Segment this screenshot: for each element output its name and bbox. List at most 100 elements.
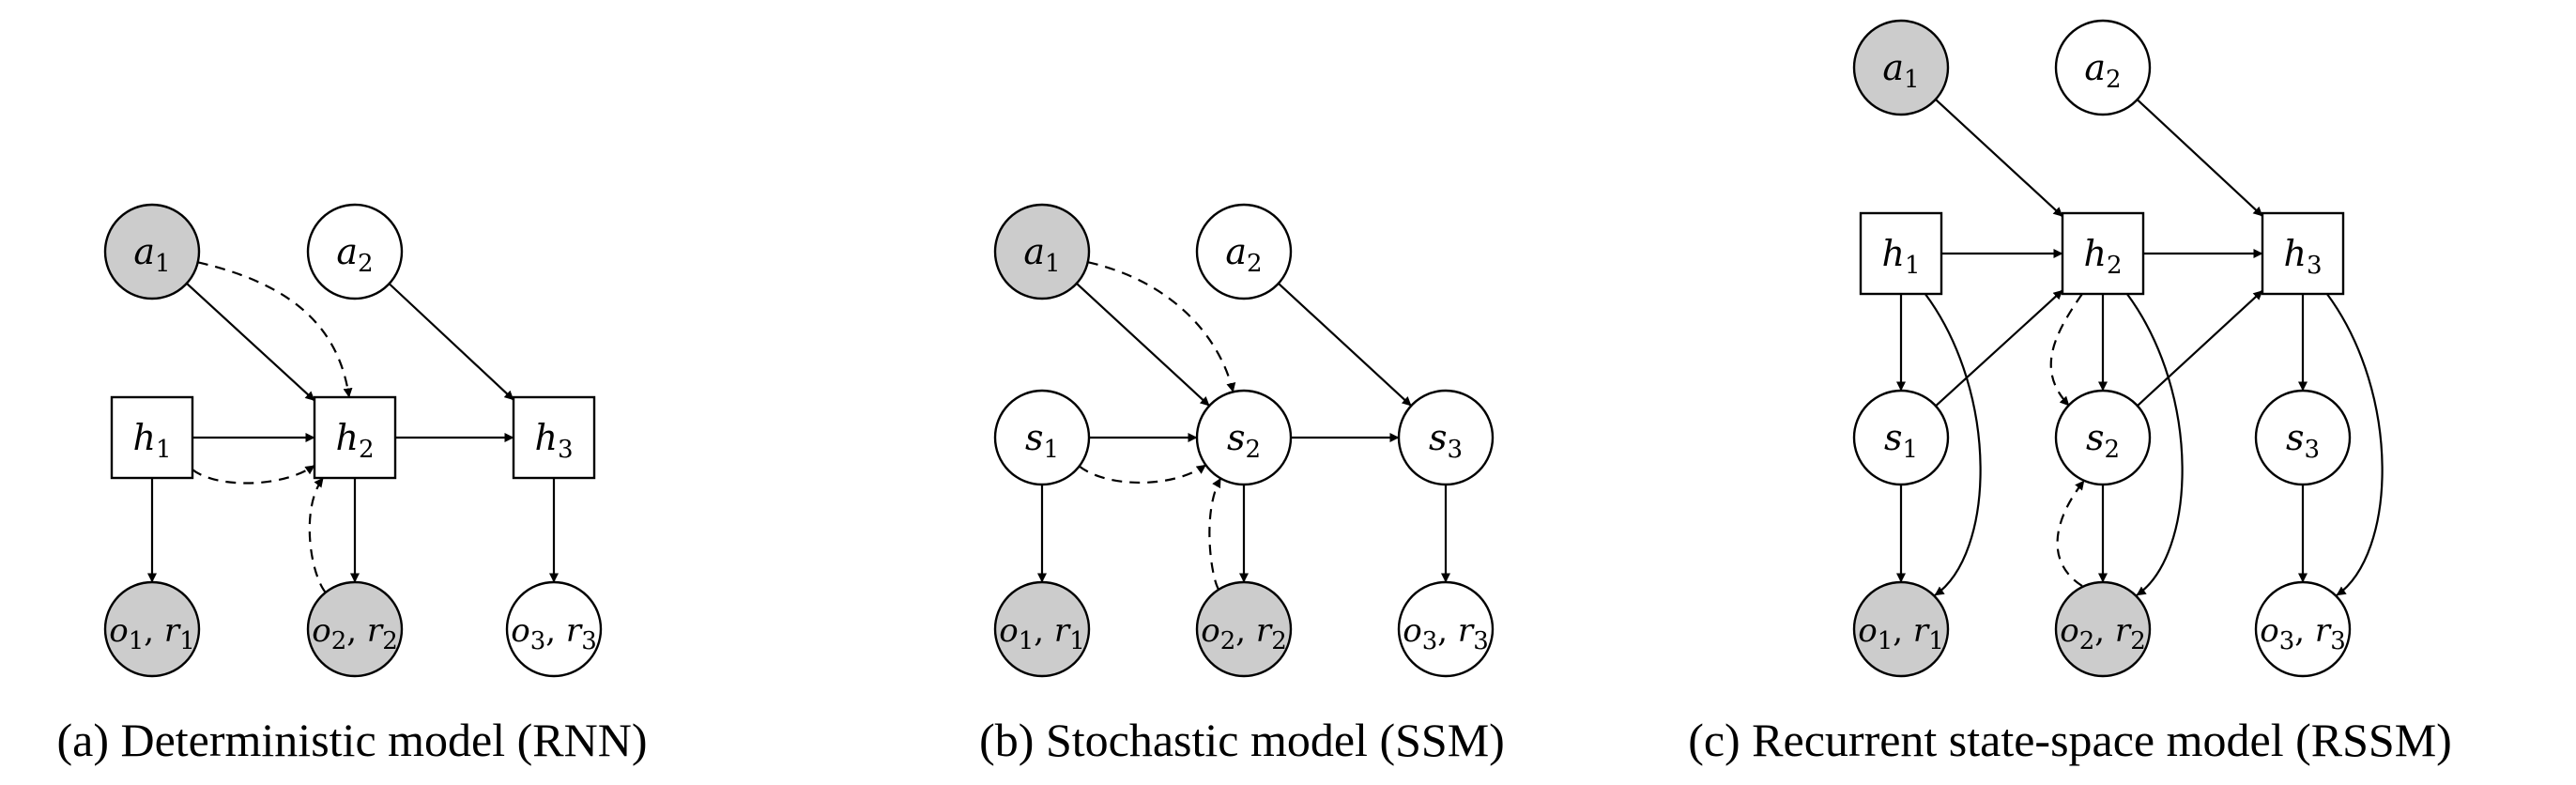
node-a-o3: o3, r3 xyxy=(505,580,603,678)
edge-c-s1-to-h2 xyxy=(1935,289,2063,408)
node-b-o3-shape xyxy=(1397,580,1495,678)
edge-b-s1-to-s2-dashed xyxy=(1078,464,1207,485)
edge-c-h3-to-o3 xyxy=(2325,293,2384,596)
node-c-o2: o2, r2 xyxy=(2054,580,2152,678)
node-a-h1-label: h1 xyxy=(132,417,171,464)
node-b-s3: s3 xyxy=(1397,389,1495,486)
node-c-o2-label: o2, r2 xyxy=(2060,612,2145,655)
node-c-h3: h3 xyxy=(2261,211,2345,296)
edge-a-a1-to-h2 xyxy=(186,282,315,402)
node-b-o1-shape xyxy=(993,580,1091,678)
node-b-s1-label: s1 xyxy=(1025,417,1059,464)
edge-c-a1-to-h2 xyxy=(1935,99,2063,218)
node-a-h3-shape xyxy=(512,395,596,480)
node-c-h3-label: h3 xyxy=(2283,233,2322,280)
node-a-o1-label: o1, r1 xyxy=(109,612,194,655)
edge-b-a1-to-s2 xyxy=(1076,283,1210,407)
node-a-a2-shape xyxy=(306,203,404,300)
node-a-h1-shape xyxy=(110,395,194,480)
node-c-h1-shape xyxy=(1859,211,1943,296)
node-b-s3-label: s3 xyxy=(1429,417,1463,464)
node-b-a1-shape xyxy=(993,203,1091,300)
edge-b-o2-to-s2-dashed xyxy=(1208,477,1222,591)
edge-b-a1-to-s2-dashed xyxy=(1087,261,1236,392)
node-c-s2-shape xyxy=(2054,389,2152,486)
node-c-h1: h1 xyxy=(1859,211,1943,296)
node-a-h3: h3 xyxy=(512,395,596,480)
node-b-s1: s1 xyxy=(993,389,1091,486)
edge-a-a1-to-h2-dashed xyxy=(197,261,353,398)
node-a-h2-shape xyxy=(313,395,397,480)
node-c-o1-shape xyxy=(1852,580,1950,678)
node-b-s2-shape xyxy=(1195,389,1293,486)
node-c-h2: h2 xyxy=(2061,211,2145,296)
edge-c-h1-to-o1 xyxy=(1924,293,1982,596)
node-b-o3: o3, r3 xyxy=(1397,580,1495,678)
captions-layer: (a) Deterministic model (RNN) (b) Stocha… xyxy=(57,714,2452,766)
edge-c-o2-to-s2-dashed xyxy=(2056,480,2085,587)
node-a-o2: o2, r2 xyxy=(306,580,404,678)
node-b-o3-label: o3, r3 xyxy=(1403,612,1488,655)
node-b-s2: s2 xyxy=(1195,389,1293,486)
node-c-h2-label: h2 xyxy=(2083,233,2122,280)
node-c-o3: o3, r3 xyxy=(2254,580,2352,678)
node-c-h1-label: h1 xyxy=(1881,233,1920,280)
node-c-o1: o1, r1 xyxy=(1852,580,1950,678)
node-c-s3: s3 xyxy=(2254,389,2352,486)
node-c-a2-label: a2 xyxy=(2084,47,2121,94)
node-c-s1: s1 xyxy=(1852,389,1950,486)
node-a-a2: a2 xyxy=(306,203,404,300)
caption-panel-c: (c) Recurrent state-space model (RSSM) xyxy=(1688,714,2452,766)
node-c-s1-label: s1 xyxy=(1884,417,1918,464)
node-a-a1-label: a1 xyxy=(133,231,170,278)
node-a-o2-shape xyxy=(306,580,404,678)
node-b-o2-shape xyxy=(1195,580,1293,678)
node-c-a2-shape xyxy=(2054,19,2152,116)
node-b-o1: o1, r1 xyxy=(993,580,1091,678)
edge-b-a2-to-s3 xyxy=(1278,283,1412,407)
node-c-s2-label: s2 xyxy=(2086,417,2120,464)
node-c-s3-shape xyxy=(2254,389,2352,486)
node-b-o2-label: o2, r2 xyxy=(1201,612,1286,655)
edge-c-s2-to-h3 xyxy=(2137,289,2263,407)
node-b-s1-shape xyxy=(993,389,1091,486)
node-c-a1: a1 xyxy=(1852,19,1950,116)
node-b-a2: a2 xyxy=(1195,203,1293,300)
edge-a-h1-to-h2-dashed xyxy=(192,464,315,485)
node-c-o1-label: o1, r1 xyxy=(1858,612,1943,655)
node-c-a1-shape xyxy=(1852,19,1950,116)
node-b-s3-shape xyxy=(1397,389,1495,486)
node-c-a1-label: a1 xyxy=(1882,47,1919,94)
edge-c-a2-to-h3 xyxy=(2136,99,2263,217)
node-c-a2: a2 xyxy=(2054,19,2152,116)
node-a-a1-shape xyxy=(103,203,201,300)
node-b-s2-label: s2 xyxy=(1227,417,1261,464)
node-b-o1-label: o1, r1 xyxy=(999,612,1084,655)
edges-layer xyxy=(147,99,2384,596)
edge-c-h2-to-s2-dashed xyxy=(2049,293,2083,407)
node-a-o1-shape xyxy=(103,580,201,678)
edge-c-h2-to-o2 xyxy=(2125,293,2184,596)
edge-a-o2-to-h2-dashed xyxy=(308,477,327,593)
node-b-a1-label: a1 xyxy=(1023,231,1060,278)
node-a-o2-label: o2, r2 xyxy=(312,612,397,655)
node-b-a1: a1 xyxy=(993,203,1091,300)
caption-panel-b: (b) Stochastic model (SSM) xyxy=(979,714,1505,766)
node-c-s3-label: s3 xyxy=(2286,417,2320,464)
node-a-a2-label: a2 xyxy=(336,231,373,278)
node-a-o1: o1, r1 xyxy=(103,580,201,678)
node-a-h2-label: h2 xyxy=(335,417,374,464)
node-c-o3-label: o3, r3 xyxy=(2260,612,2345,655)
node-c-h2-shape xyxy=(2061,211,2145,296)
edge-a-a2-to-h3 xyxy=(388,283,514,401)
node-a-h3-label: h3 xyxy=(534,417,573,464)
nodes-layer: a1 a2 h1 h2 h3 o1, r1 o2, r2 o3, r3 a1 a2 s1 s2 s3 o1… xyxy=(103,19,2352,678)
caption-panel-a: (a) Deterministic model (RNN) xyxy=(57,714,648,766)
node-b-a2-label: a2 xyxy=(1225,231,1262,278)
node-a-h2: h2 xyxy=(313,395,397,480)
node-a-a1: a1 xyxy=(103,203,201,300)
node-a-o3-shape xyxy=(505,580,603,678)
node-c-o2-shape xyxy=(2054,580,2152,678)
node-b-o2: o2, r2 xyxy=(1195,580,1293,678)
